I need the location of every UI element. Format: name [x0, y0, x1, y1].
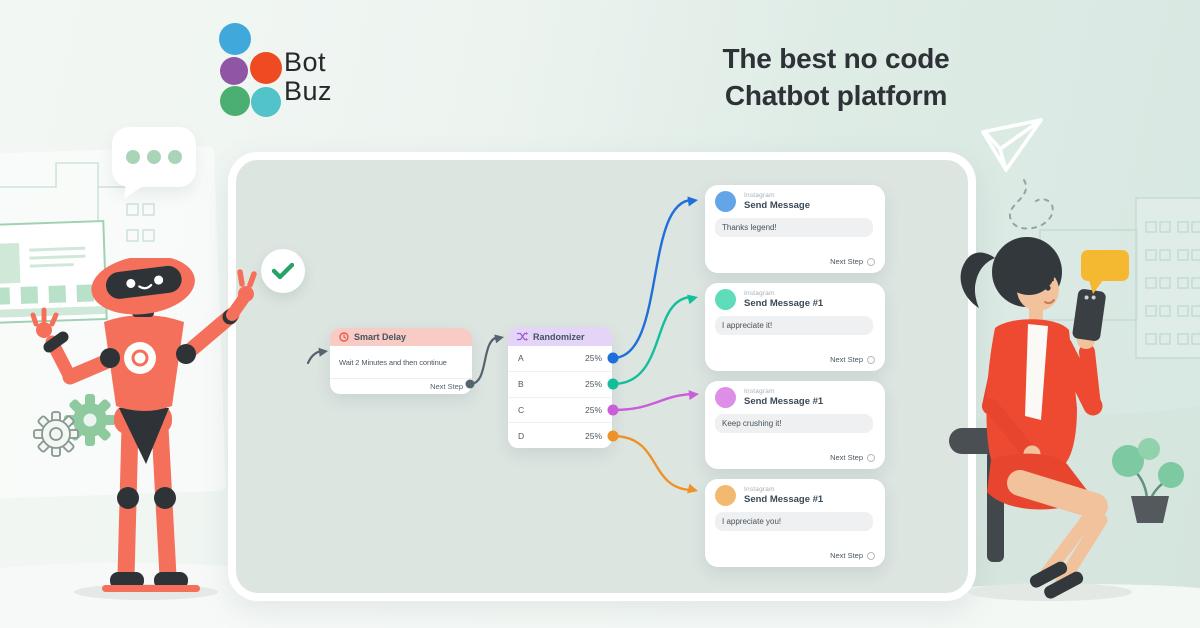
logo-dot-blue — [219, 23, 251, 55]
randomizer-row-d[interactable]: D 25% — [508, 423, 612, 448]
check-badge — [261, 249, 305, 293]
logo-dot-purple — [220, 57, 248, 85]
typing-dot — [168, 150, 182, 164]
channel-avatar — [715, 387, 736, 408]
next-step-label: Next Step — [830, 551, 863, 560]
node-smart-delay[interactable]: Smart Delay Wait 2 Minutes and then cont… — [330, 328, 472, 394]
headline-line2: Chatbot platform — [724, 80, 948, 111]
message-title: Send Message — [744, 200, 810, 211]
message-text: Thanks legend! — [715, 218, 873, 237]
smart-delay-next-step[interactable]: Next Step — [330, 378, 472, 394]
botbuz-logo: Bot Buz — [216, 20, 406, 120]
randomizer-row-a[interactable]: A 25% — [508, 346, 612, 372]
gear-outline-icon — [33, 411, 79, 457]
smart-delay-description: Wait 2 Minutes and then continue — [339, 357, 447, 367]
row-label: B — [518, 379, 524, 390]
phone — [1072, 289, 1106, 341]
robot-head — [91, 258, 195, 315]
wireframe-square — [0, 287, 11, 305]
building-outline-right — [1039, 197, 1200, 359]
smart-delay-title: Smart Delay — [354, 332, 407, 342]
logo-word-line1: Bot — [284, 47, 327, 77]
dashed-trail — [1008, 179, 1054, 230]
smart-delay-header[interactable]: Smart Delay — [330, 328, 472, 346]
row-label: D — [518, 430, 525, 441]
message-title: Send Message #1 — [744, 298, 824, 309]
channel-avatar — [715, 289, 736, 310]
logo-dot-orange — [250, 52, 282, 84]
row-value: 25% — [584, 353, 602, 364]
next-step-label: Next Step — [830, 453, 863, 462]
clock-icon — [339, 332, 349, 342]
randomizer-row-c[interactable]: C 25% — [508, 398, 612, 424]
randomizer-title: Randomizer — [533, 331, 585, 342]
message-text: Keep crushing it! — [715, 414, 873, 433]
gears-decor — [33, 394, 116, 457]
channel-label: Instagram — [744, 486, 775, 493]
channel-label: Instagram — [744, 388, 775, 395]
next-step-label: Next Step — [830, 355, 863, 364]
channel-label: Instagram — [744, 290, 775, 297]
check-icon — [272, 262, 294, 279]
chat-bubble-dots — [112, 127, 196, 187]
node-send-message-2[interactable]: Instagram Send Message #1 I appreciate i… — [705, 283, 885, 371]
page-title: The best no code Chatbot platform — [676, 40, 996, 114]
next-step-port[interactable] — [867, 355, 875, 364]
next-step[interactable]: Next Step — [830, 355, 875, 364]
gear-filled-icon — [64, 394, 116, 446]
robot-illustration — [30, 258, 257, 600]
logo-word-line2: Buz — [284, 76, 333, 106]
logo-dot-green — [220, 86, 250, 116]
randomizer-header[interactable]: Randomizer — [508, 327, 612, 346]
logo-dot-teal — [251, 87, 281, 117]
wireframe-line — [29, 246, 86, 252]
node-send-message-1[interactable]: Instagram Send Message Thanks legend! Ne… — [705, 185, 885, 273]
message-text: I appreciate you! — [715, 512, 873, 531]
message-title: Send Message #1 — [744, 396, 824, 407]
message-text: I appreciate it! — [715, 316, 873, 335]
row-value: 25% — [584, 404, 602, 415]
node-send-message-3[interactable]: Instagram Send Message #1 Keep crushing … — [705, 381, 885, 469]
channel-label: Instagram — [744, 192, 775, 199]
typing-dot — [147, 150, 161, 164]
message-title: Send Message #1 — [744, 494, 824, 505]
row-value: 25% — [584, 379, 602, 390]
row-label: C — [518, 404, 525, 415]
channel-avatar — [715, 191, 736, 212]
shuffle-icon — [517, 332, 528, 341]
row-label: A — [518, 353, 524, 364]
woman-illustration — [949, 237, 1184, 601]
logo-wordmark: Bot Buz — [284, 48, 332, 106]
next-step-port[interactable] — [867, 257, 875, 266]
next-step[interactable]: Next Step — [830, 257, 875, 266]
next-step[interactable]: Next Step — [830, 551, 875, 560]
next-step-label: Next Step — [830, 257, 863, 266]
next-step-port[interactable] — [867, 453, 875, 462]
headline-line1: The best no code — [722, 43, 950, 74]
node-randomizer[interactable]: Randomizer A 25% B 25% C 25% D 25% — [508, 327, 612, 448]
node-send-message-4[interactable]: Instagram Send Message #1 I appreciate y… — [705, 479, 885, 567]
row-value: 25% — [584, 430, 602, 441]
plant — [1112, 438, 1184, 523]
paper-plane-icon — [981, 118, 1043, 172]
next-step-port[interactable] — [867, 551, 875, 560]
typing-dot — [126, 150, 140, 164]
speech-bubble-icon — [1081, 250, 1129, 294]
next-step[interactable]: Next Step — [830, 453, 875, 462]
channel-avatar — [715, 485, 736, 506]
randomizer-row-b[interactable]: B 25% — [508, 372, 612, 398]
